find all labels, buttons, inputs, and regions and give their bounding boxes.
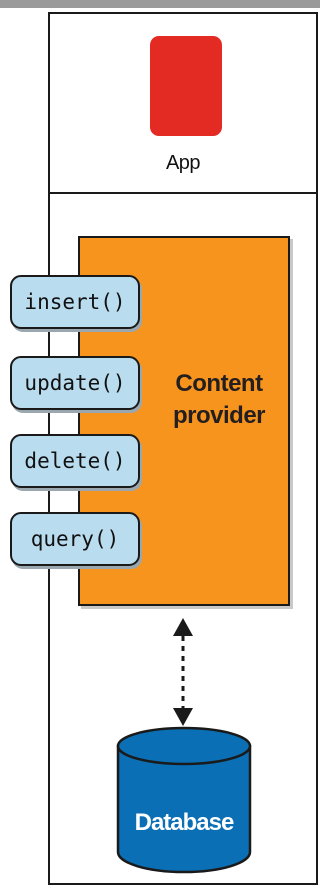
content-provider-label: Content provider <box>164 368 274 432</box>
bidirectional-arrow-icon <box>173 618 193 726</box>
database-icon: Database <box>116 726 252 874</box>
method-insert: insert() <box>10 275 140 329</box>
database-cylinder-top <box>116 726 252 766</box>
database-cylinder-body <box>116 744 252 874</box>
database-label: Database <box>135 809 234 836</box>
content-provider-label-line2: provider <box>172 402 266 429</box>
app-section: App <box>50 14 316 194</box>
top-bar <box>0 0 320 8</box>
method-delete: delete() <box>10 434 140 488</box>
arrow-head-up <box>173 618 193 636</box>
arrow-head-down <box>173 708 193 726</box>
app-icon <box>150 36 222 136</box>
content-provider-label-line1: Content <box>175 370 263 397</box>
app-label: App <box>165 152 201 174</box>
method-update: update() <box>10 356 140 410</box>
method-query: query() <box>10 512 140 566</box>
